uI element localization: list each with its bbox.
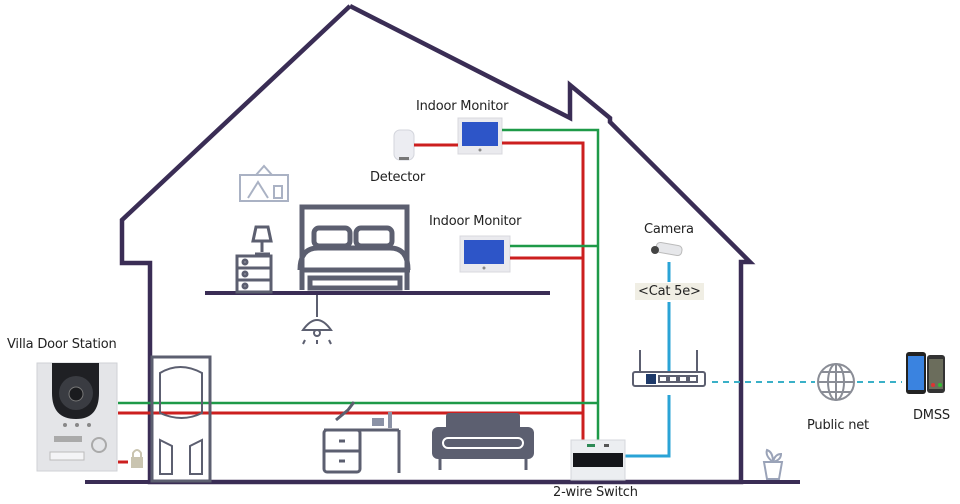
router-icon	[632, 350, 706, 387]
camera-icon	[651, 241, 683, 257]
detector-icon	[393, 129, 415, 161]
smartphone-icon	[906, 352, 945, 394]
lock-icon	[131, 449, 143, 468]
public-net-label: Public net	[807, 418, 869, 433]
ceiling-lamp-icon	[301, 295, 333, 345]
nightstand-icon	[235, 225, 273, 294]
network-cable	[625, 262, 671, 458]
indoor-monitor-mid-label: Indoor Monitor	[429, 214, 522, 229]
door-icon	[150, 355, 212, 483]
villa-door-station-label: Villa Door Station	[7, 337, 117, 352]
dmss-label: DMSS	[913, 408, 950, 423]
indoor-monitor-mid-icon	[459, 235, 511, 273]
sofa-icon	[432, 413, 534, 470]
globe-icon	[817, 363, 855, 401]
house-outline	[119, 3, 756, 485]
two-wire-switch-icon	[570, 439, 626, 481]
villa-door-station-icon	[36, 362, 118, 472]
detector-label: Detector	[370, 170, 426, 185]
camera-label: Camera	[644, 222, 694, 237]
indoor-monitor-top-label: Indoor Monitor	[416, 99, 509, 114]
desk-icon	[322, 401, 401, 474]
picture-frame-icon	[239, 164, 289, 202]
cable-type-label: <Cat 5e>	[635, 283, 704, 300]
two-wire-switch-label: 2-wire Switch	[553, 485, 638, 500]
green-wire	[118, 128, 600, 447]
indoor-monitor-top-icon	[457, 117, 503, 155]
plant-icon	[762, 448, 784, 480]
bed-icon	[297, 204, 411, 291]
